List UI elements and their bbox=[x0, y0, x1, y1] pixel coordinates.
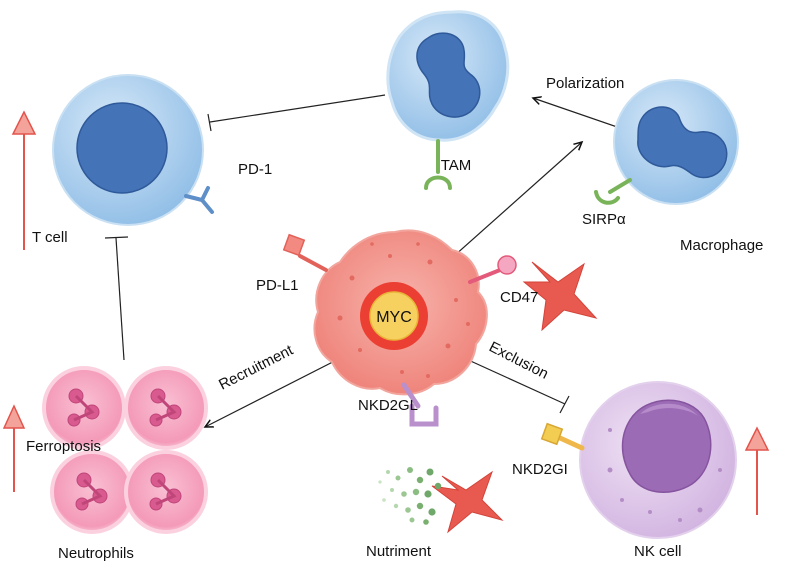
t-cell-nucleus bbox=[76, 102, 168, 194]
nk-nucleus bbox=[621, 399, 712, 493]
tam-receptor bbox=[424, 139, 452, 190]
sirpa-label: SIRPα bbox=[582, 211, 626, 228]
myc-label: MYC bbox=[376, 309, 412, 326]
up-arrow-icon bbox=[744, 426, 770, 515]
neutrophil-inhibit-bar bbox=[104, 236, 129, 239]
tam-cell bbox=[386, 10, 510, 190]
macrophage-label: Macrophage bbox=[680, 237, 763, 254]
tam-nucleus bbox=[416, 32, 481, 118]
exclusion-label: Exclusion bbox=[486, 338, 551, 382]
neutrophil-cell bbox=[124, 450, 208, 534]
pdl1-label: PD-L1 bbox=[256, 277, 299, 294]
cross-mark-icon bbox=[522, 261, 598, 332]
macrophage-nucleus bbox=[637, 106, 728, 179]
pd1-receptor bbox=[184, 186, 214, 214]
ferroptosis-label: Ferroptosis bbox=[26, 438, 101, 455]
nutriment-particles bbox=[378, 467, 442, 525]
t-cell bbox=[52, 74, 214, 226]
polarization-label: Polarization bbox=[546, 75, 624, 92]
nkd2gl-label: NKD2GL bbox=[358, 397, 418, 414]
nk-cell bbox=[579, 381, 737, 539]
t-cell-label: T cell bbox=[32, 229, 68, 246]
sirpa-receptor bbox=[594, 178, 632, 205]
macrophage-cell bbox=[594, 79, 739, 205]
neutrophil-cell bbox=[42, 366, 126, 450]
cd47-label: CD47 bbox=[500, 289, 538, 306]
cross-mark-icon bbox=[431, 470, 504, 534]
tumor-cell bbox=[313, 229, 488, 396]
tam-inhibits-tcell-line bbox=[209, 94, 386, 123]
up-arrow-icon bbox=[2, 404, 26, 492]
neutrophil-inhibits-tcell-line bbox=[115, 237, 125, 361]
tam-label: TAM bbox=[441, 157, 472, 174]
nutriment-label: Nutriment bbox=[366, 543, 432, 560]
neutrophil-cell bbox=[124, 366, 208, 450]
nkd2gi-label: NKD2GI bbox=[512, 461, 568, 478]
nk-cell-label: NK cell bbox=[634, 543, 682, 560]
nkd2gl-receptor bbox=[401, 382, 439, 427]
tam-inhibit-bar bbox=[207, 113, 212, 132]
exclusion-bar bbox=[559, 395, 570, 414]
nkd2gi-receptor bbox=[540, 422, 585, 451]
polarization-arrow bbox=[533, 98, 621, 129]
tumor-dots bbox=[337, 242, 470, 378]
pdl1-receptor bbox=[282, 233, 328, 272]
neutrophils-label: Neutrophils bbox=[58, 545, 134, 562]
cd47-receptor bbox=[468, 255, 517, 284]
recruitment-label: Recruitment bbox=[216, 341, 297, 393]
neutrophil-cell bbox=[50, 450, 134, 534]
up-arrow-icon bbox=[11, 110, 37, 250]
myc-core bbox=[369, 291, 419, 341]
pd1-label: PD-1 bbox=[238, 161, 272, 178]
